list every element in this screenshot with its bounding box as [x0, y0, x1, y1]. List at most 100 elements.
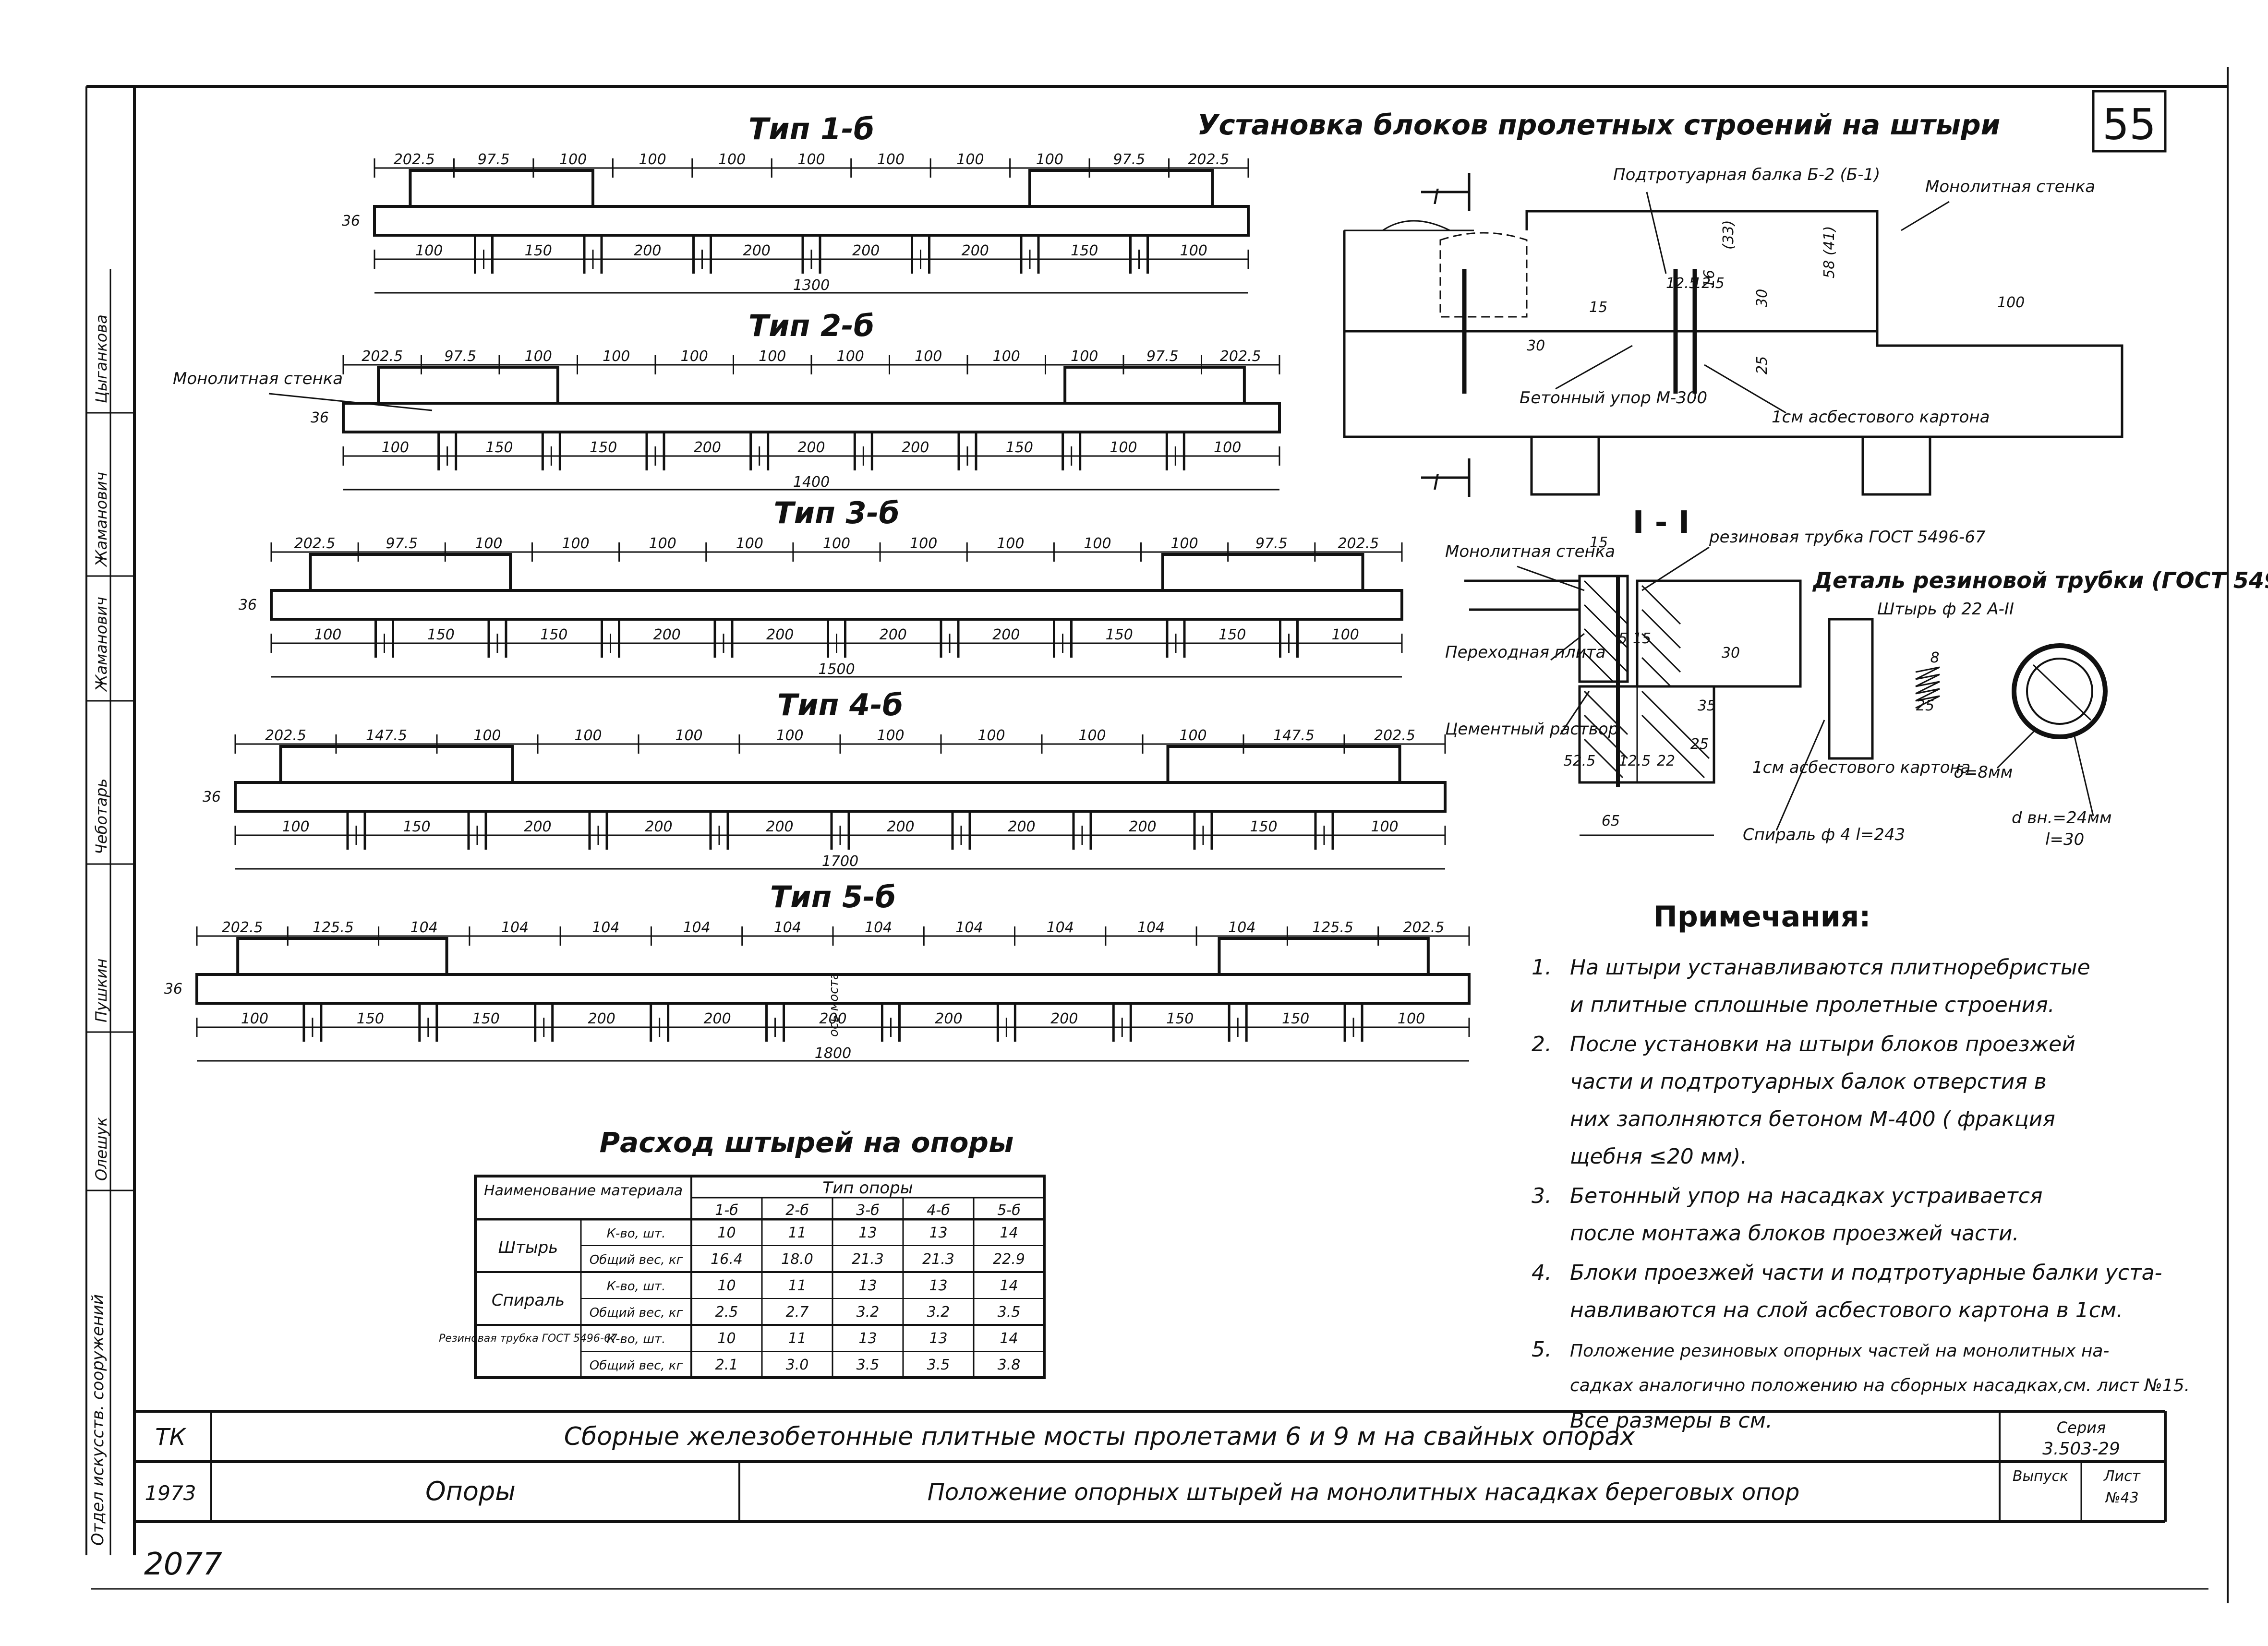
- stamp-dept: Отдел искусств. сооружений: [88, 1294, 108, 1546]
- note-line: После установки на штыри блоков проезжей: [1570, 1032, 2075, 1057]
- top-dim-label: 147.5: [366, 727, 407, 744]
- top-dim-label: 100: [915, 348, 942, 365]
- top-dim-label: 100: [718, 151, 746, 168]
- top-dim-label: 104: [774, 919, 801, 936]
- bottom-dim-label: 200: [766, 818, 793, 835]
- bottom-dim-label: 100: [1214, 439, 1241, 456]
- bottom-dim-label: 200: [703, 1010, 731, 1027]
- top-dim-label: 100: [736, 535, 763, 552]
- table-header-name: Наименование материала: [484, 1182, 683, 1199]
- table-cell: 13: [929, 1330, 947, 1347]
- note-line: Все размеры в см.: [1570, 1408, 1773, 1433]
- bottom-dim-label: 150: [540, 626, 567, 643]
- stamp-name: Цыганкова: [92, 314, 110, 403]
- tb-main-title: Сборные железобетонные плитные мосты про…: [564, 1422, 1636, 1451]
- note-line: Бетонный упор на насадках устраивается: [1570, 1184, 2043, 1208]
- bottom-dim-label: 150: [1218, 626, 1246, 643]
- top-dim-label: 100: [759, 348, 786, 365]
- top-dim-label: 100: [1071, 348, 1098, 365]
- table-cell: 14: [1000, 1277, 1018, 1294]
- tb-sheet-title: Положение опорных штырей на монолитных н…: [928, 1479, 1800, 1506]
- top-dim-label: 100: [823, 535, 850, 552]
- section-slab: [1464, 579, 1581, 611]
- section-mark-top: I: [1433, 185, 1439, 209]
- bottom-dim-label: 200: [694, 439, 721, 456]
- top-dim-label: 97.5: [478, 151, 510, 168]
- note-line: них заполняются бетоном М-400 ( фракция: [1570, 1107, 2055, 1131]
- tb-sheet-no: №43: [2104, 1490, 2138, 1506]
- leader-beam: [1646, 192, 1667, 274]
- note-line: после монтажа блоков проезжей части.: [1570, 1221, 2019, 1246]
- table-type-header: 4-б: [927, 1202, 950, 1219]
- note-line: и плитные сплошные пролетные строения.: [1570, 993, 2055, 1017]
- total-dim-label: 1700: [822, 853, 858, 870]
- install-dim: 100: [1997, 294, 2025, 311]
- section-dim: 5: [1618, 630, 1627, 647]
- top-dim-label: 100: [639, 151, 666, 168]
- table-unit: К-во, шт.: [607, 1226, 666, 1241]
- type-body: [342, 402, 1281, 433]
- bottom-dim-label: 150: [590, 439, 617, 456]
- top-dim-label: 100: [1078, 727, 1106, 744]
- tube-outer-circle: [2012, 643, 2108, 739]
- tb-issue-label: Выпуск: [2013, 1468, 2068, 1485]
- install-pile-2: [1861, 435, 1931, 496]
- leader-sec-mortar: [1559, 691, 1590, 735]
- bottom-dim-label: 150: [1071, 242, 1098, 259]
- table-unit: Общий вес, кг: [590, 1358, 683, 1373]
- wall-block-right: [1166, 745, 1401, 784]
- section-mark-bottom: I: [1433, 470, 1439, 495]
- top-dim-label: 100: [776, 727, 803, 744]
- bottom-dim-label: 200: [524, 818, 551, 835]
- bottom-dim-label: 150: [1282, 1010, 1309, 1027]
- section-hatch: [1583, 580, 1681, 687]
- install-dim: 15: [1589, 299, 1607, 316]
- bottom-dim-label: 150: [357, 1010, 384, 1027]
- top-dim-label: 100: [1179, 727, 1206, 744]
- top-dim-label: 104: [592, 919, 619, 936]
- section-detail: I - I Монолитная стенка Переходная плита…: [1445, 505, 2014, 844]
- bottom-dim-label: 200: [766, 626, 794, 643]
- bottom-dim-label: 150: [427, 626, 455, 643]
- top-dim-label: 100: [1036, 151, 1063, 168]
- stamp-name: Жаманович: [92, 597, 110, 692]
- leader-cardboard: [1704, 364, 1786, 414]
- table-cell: 18.0: [781, 1251, 813, 1268]
- total-dim-label: 1500: [818, 661, 855, 678]
- top-dim-label: 202.5: [362, 348, 403, 365]
- leader-stop: [1555, 345, 1633, 390]
- install-dim: 30: [1527, 337, 1545, 354]
- total-dim-label: 1300: [793, 277, 830, 294]
- table-cell: 3.8: [998, 1357, 1021, 1373]
- bottom-dim-label: 200: [962, 242, 989, 259]
- section-dim: 12.5: [1619, 753, 1651, 769]
- table-type-header: 3-б: [856, 1202, 879, 1219]
- bottom-dim-label: 200: [880, 626, 907, 643]
- top-dim-label: 100: [559, 151, 587, 168]
- tb-series: 3.503-29: [2042, 1439, 2120, 1459]
- bottom-dim-label: 150: [1166, 1010, 1194, 1027]
- top-dim-label: 100: [977, 727, 1005, 744]
- bottom-dim-label: 100: [415, 242, 443, 259]
- install-beam-arc: [1382, 220, 1450, 231]
- type-title: Тип 2-б: [748, 308, 874, 343]
- top-dim-label: 100: [603, 348, 630, 365]
- detail-thickness: δ=8мм: [1954, 763, 2013, 782]
- wall-block-left: [377, 366, 559, 405]
- top-dim-label: 100: [837, 348, 864, 365]
- height-label: 36: [342, 213, 360, 229]
- height-label: 36: [164, 981, 182, 997]
- leader-thickness: [1996, 729, 2037, 769]
- bottom-dim-label: 200: [653, 626, 681, 643]
- table-cell: 21.3: [852, 1251, 884, 1268]
- top-dim-label: 104: [410, 919, 438, 936]
- table-material: Спираль: [492, 1291, 565, 1310]
- top-dim-label: 97.5: [1255, 535, 1288, 552]
- note-number: 1.: [1532, 955, 1552, 980]
- note-number: 2.: [1532, 1032, 1552, 1057]
- type-body: [195, 973, 1471, 1005]
- height-label: 36: [203, 789, 221, 805]
